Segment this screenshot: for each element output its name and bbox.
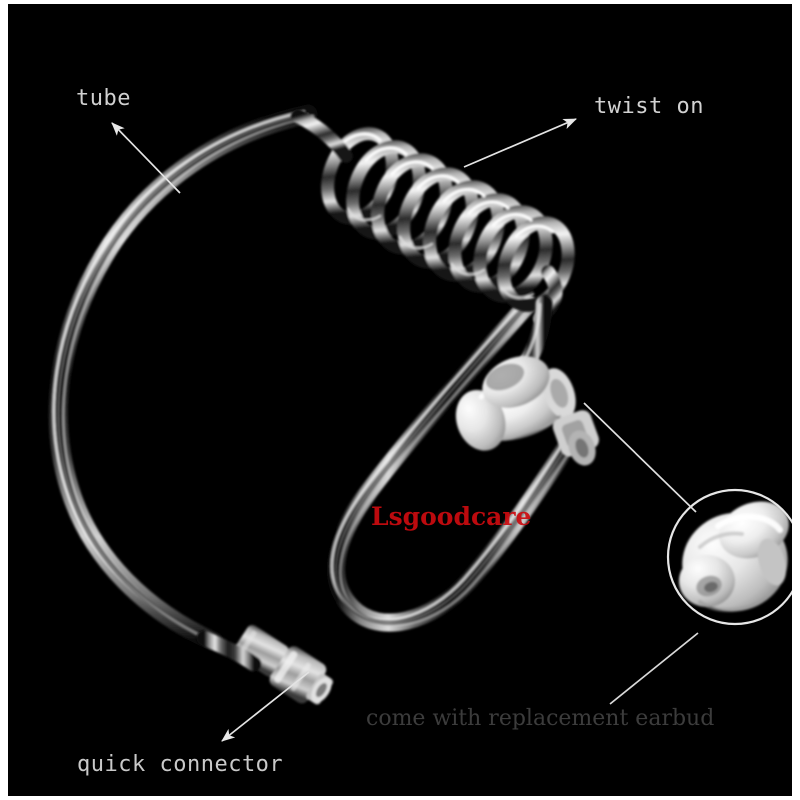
coiled-tube-section — [291, 109, 575, 325]
arrow-twist-on — [463, 118, 577, 168]
clear-tube-loop — [48, 104, 318, 652]
photo-area: tube twist on quick connector come with … — [8, 4, 792, 796]
product-artwork — [8, 4, 792, 796]
earbud-detail-circle — [666, 488, 792, 626]
leader-circle-to-caption — [609, 632, 699, 705]
annotation-arrows — [111, 118, 699, 742]
quick-connector-fitting — [196, 624, 334, 705]
arrow-quick-connector — [221, 671, 310, 742]
tube-u-bend — [326, 295, 583, 632]
leader-earbud-to-circle — [583, 402, 697, 513]
white-earbud — [455, 356, 599, 466]
arrow-tube — [111, 122, 181, 194]
